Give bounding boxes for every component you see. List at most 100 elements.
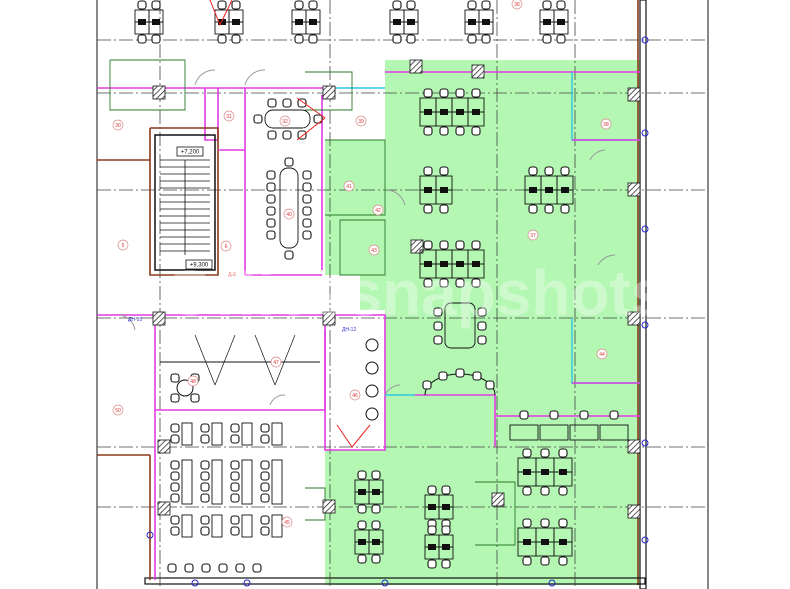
chair [472, 371, 482, 381]
chair [308, 34, 318, 44]
chair [267, 98, 277, 108]
room-number: 38 [603, 122, 609, 128]
chair [542, 0, 552, 10]
chair [558, 486, 568, 496]
chair [266, 170, 276, 180]
axis-bubbles [146, 36, 649, 587]
axis-bubble [641, 321, 649, 329]
axis-bubble [381, 579, 389, 587]
monitor [428, 504, 436, 510]
room-number-tag: 48 [187, 375, 199, 387]
round-stool [365, 361, 379, 375]
training-desk [211, 514, 223, 538]
room-number-tag: 46 [349, 389, 361, 401]
chair [297, 98, 307, 108]
chair [471, 88, 481, 98]
chair [267, 130, 277, 140]
chair [294, 0, 304, 10]
chair [423, 240, 433, 250]
chair [455, 126, 465, 136]
column [157, 439, 171, 454]
chair [230, 526, 240, 536]
chair [217, 0, 227, 10]
chair [302, 206, 312, 216]
monitor [442, 504, 450, 510]
axis-bubble [243, 579, 251, 587]
column [491, 492, 505, 507]
workstation-desk [599, 424, 629, 441]
chair [438, 371, 448, 381]
grid-axes [97, 0, 708, 589]
elevation-mark-lower: +9,300 [185, 259, 213, 270]
chair [231, 0, 241, 10]
room-number: 47 [273, 360, 279, 366]
room-number: 48 [190, 379, 196, 385]
monitor [309, 19, 317, 25]
monitor [545, 187, 553, 193]
room-number-tag: 32 [279, 115, 291, 127]
chair [170, 393, 180, 403]
room-number: 39 [358, 119, 364, 125]
column [152, 85, 166, 100]
room-number-tag: 44 [596, 348, 608, 360]
chair [556, 0, 566, 10]
chair [471, 278, 481, 288]
room-number-tag: 45 [281, 516, 293, 528]
chair [170, 471, 180, 481]
chair [200, 515, 210, 525]
chair [201, 563, 211, 573]
chair [230, 493, 240, 503]
column [322, 311, 336, 326]
monitor [456, 261, 464, 267]
monitor [472, 109, 480, 115]
chair [357, 520, 367, 530]
training-desk [181, 422, 193, 446]
chair [308, 0, 318, 10]
training-desk [211, 422, 223, 446]
chair [423, 126, 433, 136]
chair [235, 563, 245, 573]
chair [230, 482, 240, 492]
chair [455, 278, 465, 288]
chair [560, 166, 570, 176]
monitor [468, 19, 476, 25]
chair [540, 486, 550, 496]
axis-bubble [641, 536, 649, 544]
chair [439, 204, 449, 214]
column [627, 311, 641, 326]
chair [439, 166, 449, 176]
chair [433, 335, 443, 345]
chair [190, 393, 200, 403]
chair [371, 504, 381, 514]
chair [200, 526, 210, 536]
chair [294, 34, 304, 44]
chair [423, 88, 433, 98]
monitor [295, 19, 303, 25]
chair [406, 34, 416, 44]
chair [260, 423, 270, 433]
monitor [440, 109, 448, 115]
monitor [482, 19, 490, 25]
chair [302, 218, 312, 228]
chair [266, 182, 276, 192]
chair [230, 434, 240, 444]
column [471, 64, 485, 79]
chair [439, 88, 449, 98]
chair [151, 0, 161, 10]
room-number: 43 [371, 248, 377, 254]
chair [200, 493, 210, 503]
column [627, 182, 641, 197]
monitor [424, 187, 432, 193]
monitor [523, 539, 531, 545]
chair [560, 204, 570, 214]
chair [481, 34, 491, 44]
chair [558, 448, 568, 458]
monitor [529, 187, 537, 193]
column [627, 504, 641, 519]
chair [302, 182, 312, 192]
room-number: 44 [599, 352, 605, 358]
conference-table [279, 167, 299, 249]
training-desk [271, 422, 283, 446]
monitor [424, 109, 432, 115]
chair [357, 504, 367, 514]
